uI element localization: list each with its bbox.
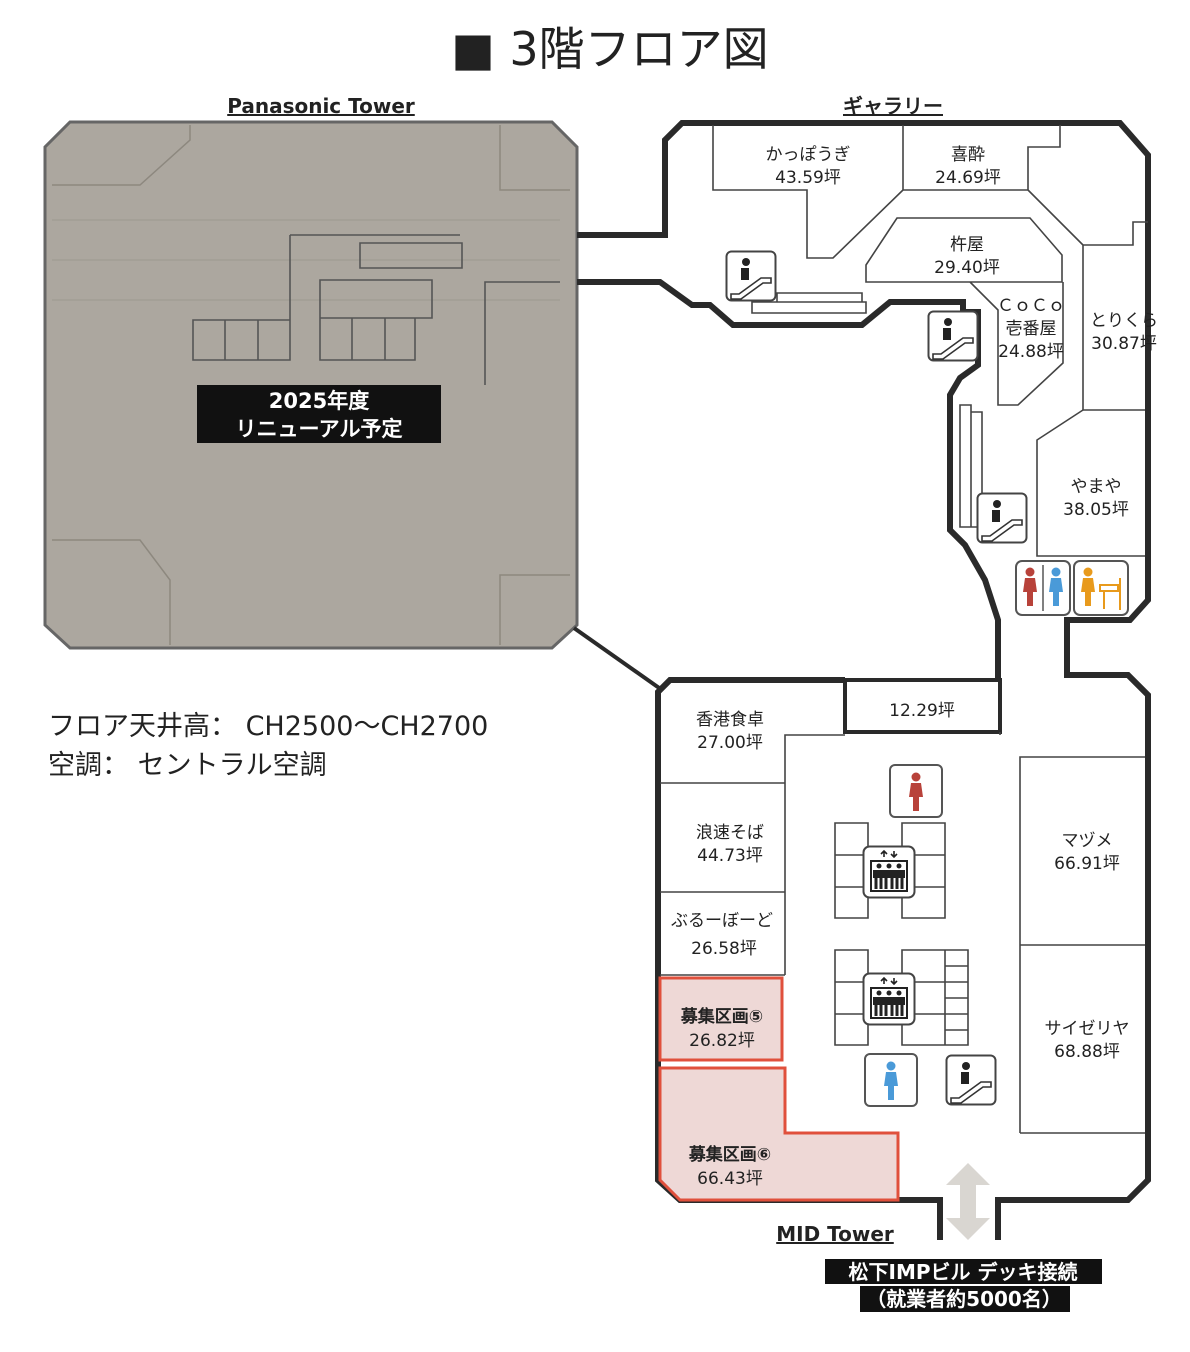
svg-text:68.88坪: 68.88坪 xyxy=(1054,1042,1120,1062)
svg-text:43.59坪: 43.59坪 xyxy=(775,168,841,188)
elevator-hall-upper xyxy=(834,822,946,919)
male-restroom-icon xyxy=(864,1053,918,1107)
svg-text:29.40坪: 29.40坪 xyxy=(934,258,1000,278)
air-conditioning-info: 空調： セントラル空調 xyxy=(48,750,327,781)
escalator-icon xyxy=(976,492,1028,544)
renewal-notice-text: リニューアル予定 xyxy=(236,417,403,441)
svg-text:24.69坪: 24.69坪 xyxy=(935,168,1001,188)
escalator-icon xyxy=(945,1054,997,1106)
shop-naniwa-soba[interactable]: 浪速そば 44.73坪 xyxy=(696,823,764,866)
mid-tower-label: MID Tower xyxy=(776,1222,894,1246)
shop-mazume[interactable]: マヅメ 66.91坪 xyxy=(1054,831,1120,874)
restroom-icon xyxy=(1015,560,1071,616)
svg-text:38.05坪: 38.05坪 xyxy=(1063,500,1129,520)
gallery-outer-wall xyxy=(577,120,1151,1240)
shop-coco-ichibanya[interactable]: ＣｏＣｏ 壱番屋 24.88坪 xyxy=(997,296,1065,362)
svg-text:募集区画⑥: 募集区画⑥ xyxy=(688,1144,771,1165)
svg-text:26.58坪: 26.58坪 xyxy=(691,939,757,959)
panasonic-tower-label: Panasonic Tower xyxy=(227,94,415,118)
svg-text:ぶるーぼーど: ぶるーぼーど xyxy=(671,911,773,931)
escalator-icon xyxy=(927,310,979,362)
worker-count-text: （就業者約5000名） xyxy=(866,1287,1062,1311)
shop-kappougi[interactable]: かっぽうぎ 43.59坪 xyxy=(766,145,851,188)
lower-outer-wall xyxy=(655,677,943,1240)
svg-text:30.87坪: 30.87坪 xyxy=(1091,334,1157,354)
page-title: ■ 3階フロア図 xyxy=(451,22,768,76)
elevator-hall-lower xyxy=(834,949,969,1046)
renewal-notice-box xyxy=(197,385,441,443)
svg-text:26.82坪: 26.82坪 xyxy=(689,1031,755,1051)
svg-text:66.43坪: 66.43坪 xyxy=(697,1169,763,1189)
gallery-label: ギャラリー xyxy=(843,94,943,118)
svg-text:やまや: やまや xyxy=(1071,477,1122,497)
svg-text:喜酔: 喜酔 xyxy=(951,145,985,165)
svg-text:ＣｏＣｏ: ＣｏＣｏ xyxy=(997,296,1065,316)
shop-kisui[interactable]: 喜酔 24.69坪 xyxy=(935,145,1001,188)
escalator-icon xyxy=(725,250,777,302)
shop-unnamed-area: 12.29坪 xyxy=(889,701,955,721)
svg-text:杵屋: 杵屋 xyxy=(950,235,984,255)
svg-text:壱番屋: 壱番屋 xyxy=(1006,319,1057,339)
svg-text:香港食卓: 香港食卓 xyxy=(696,710,764,730)
deck-connection-text: 松下IMPビル デッキ接続 xyxy=(849,1260,1078,1284)
deck-connection-arrow-icon xyxy=(946,1163,990,1240)
svg-text:24.88坪: 24.88坪 xyxy=(998,342,1064,362)
shop-unnamed-box xyxy=(843,678,1002,734)
shop-hongkong-shokutaku[interactable]: 香港食卓 27.00坪 xyxy=(696,710,764,753)
svg-text:44.73坪: 44.73坪 xyxy=(697,846,763,866)
svg-text:とりくら: とりくら xyxy=(1090,311,1158,331)
svg-text:募集区画⑤: 募集区画⑤ xyxy=(680,1006,763,1027)
vacant-section-6[interactable] xyxy=(658,1066,900,1202)
renewal-notice-year: 2025年度 xyxy=(269,389,369,413)
connector-wall xyxy=(572,626,664,692)
svg-text:浪速そば: 浪速そば xyxy=(696,823,764,843)
vacant-section-6-label: 募集区画⑥ 66.43坪 xyxy=(688,1144,771,1189)
elevator-icon xyxy=(862,972,916,1026)
svg-text:66.91坪: 66.91坪 xyxy=(1054,854,1120,874)
elevator-icon xyxy=(862,845,916,899)
connection-box-1 xyxy=(825,1259,1102,1284)
shop-kineya[interactable]: 杵屋 29.40坪 xyxy=(934,235,1000,278)
shop-torikura[interactable]: とりくら 30.87坪 xyxy=(1090,311,1158,354)
shop-saizeriya[interactable]: サイゼリヤ 68.88坪 xyxy=(1045,1019,1130,1062)
baby-care-icon xyxy=(1073,560,1129,616)
shop-blueboard[interactable]: ぶるーぼーど 26.58坪 xyxy=(671,911,773,959)
svg-text:かっぽうぎ: かっぽうぎ xyxy=(766,145,851,165)
female-restroom-icon xyxy=(889,764,943,818)
ceiling-height-info: フロア天井高： CH2500～CH2700 xyxy=(48,711,488,742)
connection-box-2 xyxy=(860,1286,1070,1312)
shop-yamaya[interactable]: やまや 38.05坪 xyxy=(1063,477,1129,520)
svg-text:サイゼリヤ: サイゼリヤ xyxy=(1045,1019,1130,1039)
svg-text:27.00坪: 27.00坪 xyxy=(697,733,763,753)
vacant-section-5[interactable] xyxy=(658,976,784,1062)
vacant-section-5-label: 募集区画⑤ 26.82坪 xyxy=(680,1006,763,1051)
svg-text:マヅメ: マヅメ xyxy=(1062,831,1113,851)
panasonic-tower-block: 2025年度 リニューアル予定 xyxy=(43,120,579,650)
